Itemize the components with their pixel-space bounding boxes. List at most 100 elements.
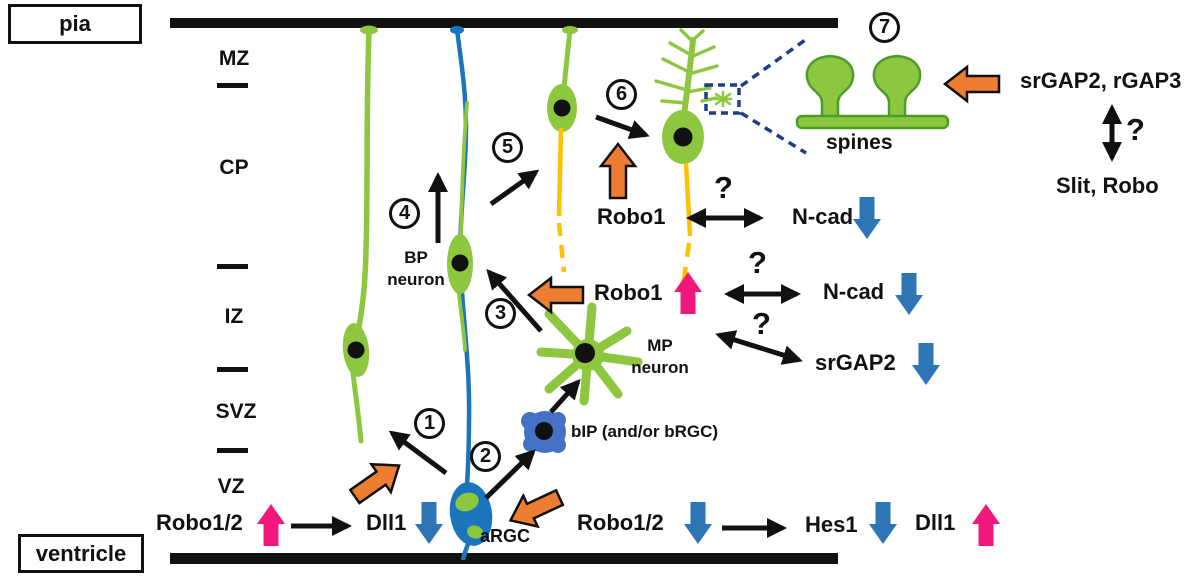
orange-block-arrow-robo1-mid: [527, 276, 585, 314]
slit-robo-label: Slit, Robo: [1056, 173, 1159, 198]
argc-cell-label: aRGC: [480, 526, 531, 546]
layer-label-iz: IZ: [224, 305, 244, 328]
dashed-magnifier-box: [704, 83, 741, 115]
nucleus: [451, 254, 469, 272]
down-arrow-blue-srgap2: [912, 343, 940, 385]
ventricle-label-box: ventricle: [18, 534, 144, 573]
layer-tick-cp-iz: [217, 264, 248, 269]
magnifier-line-top: [739, 36, 810, 88]
cell-body-lobe: [550, 412, 566, 428]
down-arrow-blue-ncad-mid: [895, 273, 923, 315]
arrow-step3: [486, 268, 543, 333]
question-mark-slit: ?: [1126, 112, 1145, 147]
bip-cell-label: bIP (and/or bRGC): [571, 422, 719, 441]
bp-neuron-label-line1: BP: [404, 248, 428, 267]
pia-surface-bar: [170, 18, 838, 28]
mp-neuron-label-line2: neuron: [631, 358, 689, 377]
axon: [556, 127, 564, 217]
arrow-step5: [489, 169, 540, 207]
mp-neuron-label-line1: MP: [647, 336, 673, 355]
nucleus: [347, 341, 365, 359]
orange-block-arrow-robo1-top: [599, 142, 637, 200]
nucleus: [535, 422, 553, 440]
layer-tick-mz-cp: [217, 83, 248, 88]
mp-neuron-cell: [536, 302, 643, 406]
leading-process: [561, 28, 573, 91]
argc-chromatin-top: [455, 492, 479, 512]
up-arrow-pink-robo1-mid: [674, 272, 702, 314]
robo1-row1-label: Robo1: [597, 204, 666, 229]
black-arrows: [291, 104, 1122, 538]
pia-label-box: pia: [8, 4, 142, 44]
orange-block-arrow-step1: [343, 450, 411, 512]
bp-neuron-label-line2: neuron: [387, 270, 445, 289]
hes1-label: Hes1: [805, 512, 858, 537]
down-arrow-blue-robo12-mid: [684, 502, 712, 544]
mature-neuron-cell: [654, 28, 733, 294]
ncad-row1-label: N-cad: [792, 204, 854, 229]
srgap2-label: srGAP2: [815, 350, 896, 375]
down-arrow-blue-hes1: [869, 502, 897, 544]
layer-label-vz: VZ: [217, 475, 245, 498]
step-circle-3: 3: [485, 298, 516, 329]
cell-body-lobe: [521, 412, 539, 430]
robo1-row2-label: Robo1: [594, 280, 663, 305]
step-circle-1: 1: [414, 408, 445, 439]
spine-mushroom: [805, 54, 855, 119]
nucleus: [673, 127, 693, 147]
argc-chromatin-bottom: [467, 525, 483, 539]
bp-neuron-cell: [447, 101, 473, 352]
trailing-process: [350, 369, 364, 444]
bp-leading-process: [459, 101, 469, 235]
question-mark-row2: ?: [748, 245, 767, 280]
layer-tick-iz-svz: [217, 367, 248, 372]
arrow-step2: [484, 449, 536, 500]
arrow-bip-to-mp: [549, 379, 581, 414]
layer-label-cp: CP: [219, 156, 249, 179]
up-arrow-pink-robo12-vz: [257, 504, 285, 546]
leading-process: [355, 28, 372, 335]
robo12-vz-label: Robo1/2: [156, 510, 243, 535]
question-mark-row3: ?: [752, 306, 771, 341]
dendrite-shaft: [795, 114, 950, 130]
bp-trailing-process: [457, 292, 467, 352]
bipolar-neuron-cell: [547, 26, 578, 273]
dendrite-branches: [654, 28, 719, 105]
spine-regulators-label: srGAP2, rGAP3: [1020, 68, 1182, 93]
ncad-row2-label: N-cad: [823, 279, 885, 304]
axon-growing-dashed: [679, 242, 692, 294]
layer-label-svz: SVZ: [215, 400, 257, 423]
spine-sprout-in-box: [713, 90, 733, 108]
double-arrow-mp-srgap2: [715, 330, 803, 365]
axon-growing-dashed: [556, 222, 567, 273]
layer-label-mz: MZ: [218, 47, 250, 70]
cell-body-lobe: [550, 437, 566, 453]
step-circle-5: 5: [492, 132, 523, 163]
up-arrow-pink-dll1-right: [972, 504, 1000, 546]
apical-process: [460, 543, 471, 561]
dll1-vz-label: Dll1: [366, 510, 407, 535]
step-circle-4: 4: [389, 198, 420, 229]
step-circle-7: 7: [869, 12, 900, 43]
axon: [683, 162, 693, 237]
question-mark-row1: ?: [714, 170, 733, 205]
argc-cell: [449, 26, 493, 561]
dll1-right-label: Dll1: [915, 510, 956, 535]
cell-body-lobe: [523, 436, 539, 452]
arrow-step6: [595, 114, 650, 139]
step-circle-2: 2: [470, 441, 501, 472]
spine-mushroom: [872, 54, 922, 119]
layer-tick-svz-vz: [217, 448, 248, 453]
apical-dendrite: [681, 37, 696, 118]
spines-label: spines: [826, 131, 893, 154]
nucleus: [575, 343, 595, 363]
migrating-neuron-cell: [342, 25, 378, 444]
robo12-mid-label: Robo1/2: [577, 510, 664, 535]
magnifier-line-bottom: [740, 111, 807, 155]
orange-block-arrow-spines: [943, 65, 1001, 103]
arrow-step1: [388, 430, 448, 476]
nucleus: [553, 99, 571, 117]
down-arrow-blue-dll1-left: [415, 502, 443, 544]
